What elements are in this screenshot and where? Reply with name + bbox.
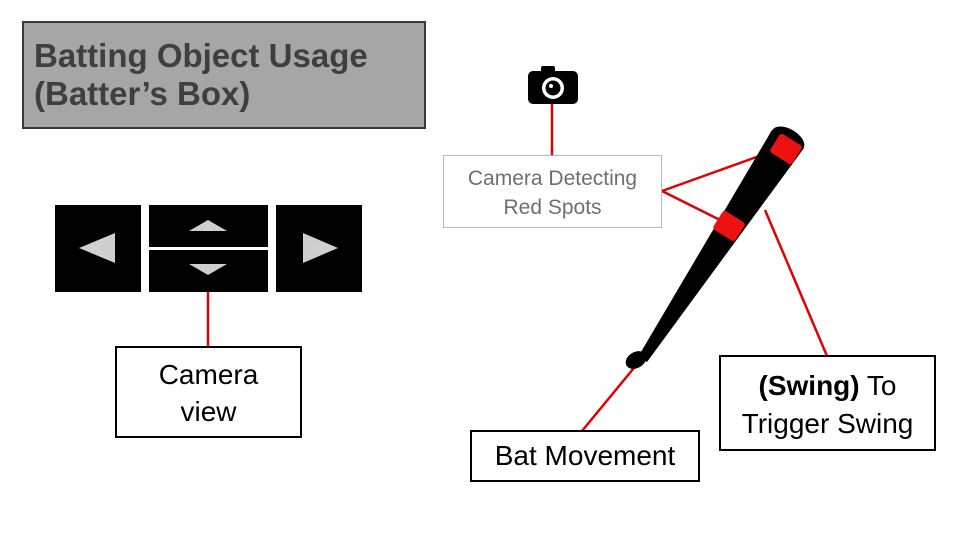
detect-connector-middle	[661, 189, 725, 224]
camera-up-button[interactable]	[149, 205, 268, 247]
title-line-2: (Batter’s Box)	[34, 75, 251, 112]
title-box: Batting Object Usage (Batter’s Box)	[22, 21, 426, 129]
camera-view-label: Camera view	[115, 346, 302, 438]
swing-trigger-line-1: (Swing) To	[721, 367, 934, 405]
camera-right-button[interactable]	[276, 205, 362, 292]
bat-movement-connector	[581, 362, 639, 432]
baseball-bat	[625, 126, 805, 369]
red-spot-middle	[713, 210, 745, 242]
red-spot-top	[770, 133, 802, 165]
camera-icon	[528, 66, 578, 104]
triangle-down-icon	[189, 264, 227, 275]
triangle-up-icon	[189, 220, 227, 231]
camera-detecting-line-2: Red Spots	[503, 196, 602, 219]
swing-keyword: (Swing)	[758, 370, 860, 401]
camera-left-button[interactable]	[55, 205, 141, 292]
triangle-left-icon	[79, 233, 115, 263]
swing-trigger-label: (Swing) To Trigger Swing	[719, 355, 936, 451]
camera-detecting-line-1: Camera Detecting	[467, 167, 638, 190]
camera-view-line-2: view	[180, 396, 237, 427]
title-line-1: Batting Object Usage	[34, 37, 368, 74]
swing-trigger-line-2: Trigger Swing	[741, 408, 914, 439]
camera-down-button[interactable]	[149, 250, 268, 292]
swing-connector	[763, 209, 829, 357]
bat-movement-label: Bat Movement	[470, 430, 700, 482]
bat-movement-text: Bat Movement	[494, 440, 676, 471]
camera-detecting-label: Camera Detecting Red Spots	[443, 155, 662, 228]
swing-trigger-rest: To	[859, 370, 897, 401]
triangle-right-icon	[303, 233, 338, 263]
camera-view-line-1: Camera	[158, 359, 259, 390]
